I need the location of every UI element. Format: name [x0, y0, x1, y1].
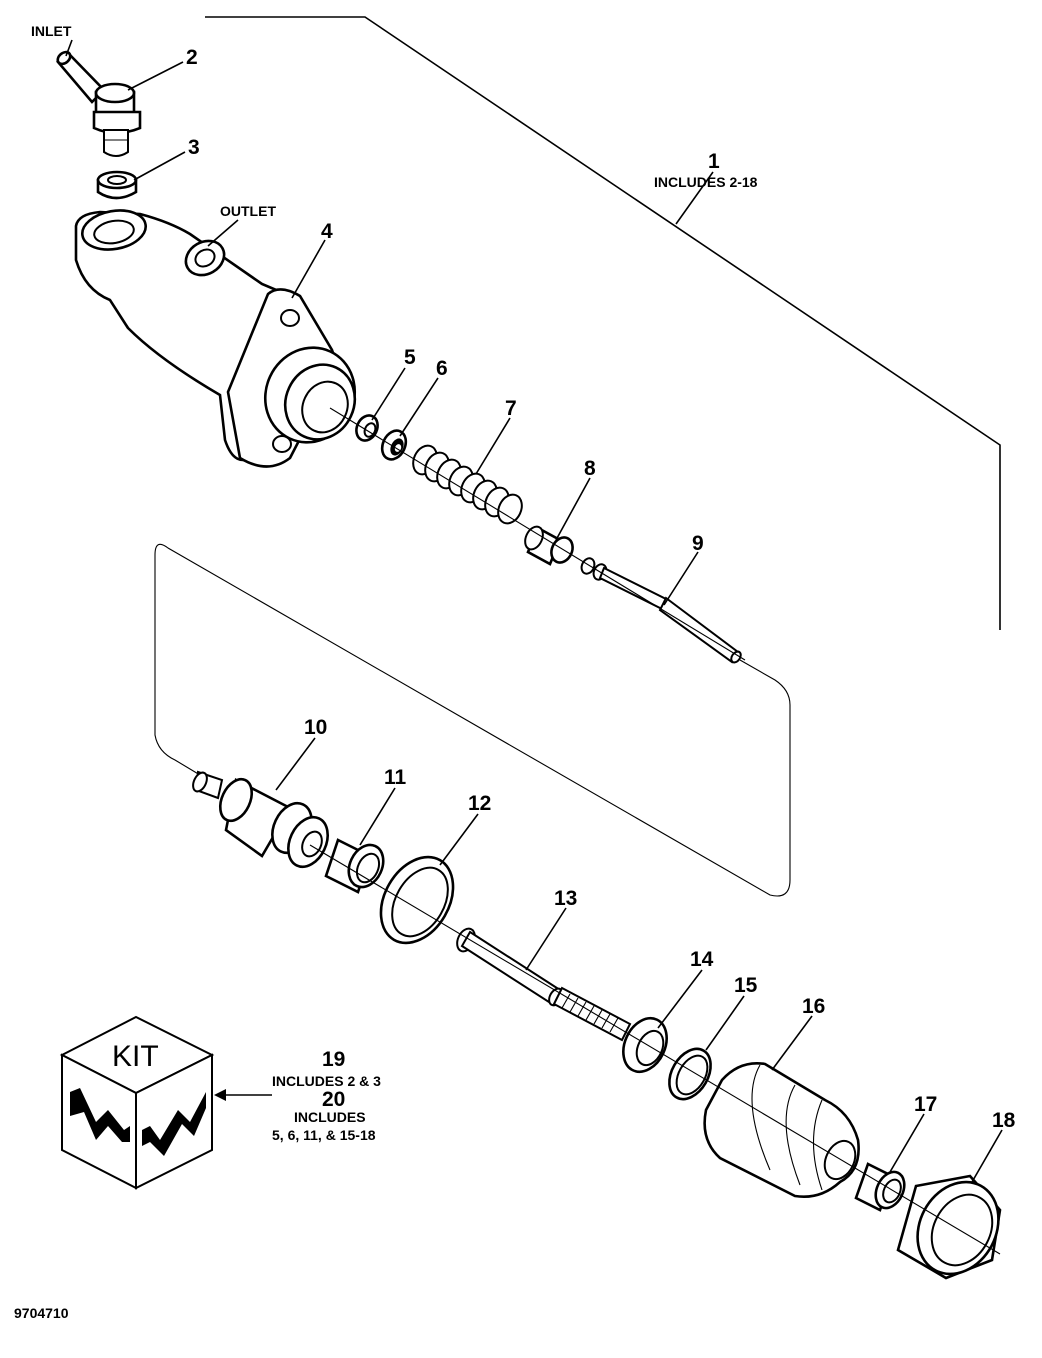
- piston-part-10: [192, 770, 329, 869]
- cup-seal-part-6: [380, 429, 408, 461]
- seal-washer-part-3: [96, 170, 138, 200]
- callout-8: 8: [584, 457, 596, 480]
- ring-part-12: [379, 855, 455, 945]
- section-connector-loop: [154, 543, 791, 897]
- kit-box-text: KIT: [112, 1040, 159, 1073]
- kit-arrow-head: [214, 1089, 226, 1101]
- kit-20-note-2: 5, 6, 11, & 15-18: [272, 1127, 376, 1143]
- callout-1: 1: [708, 150, 720, 173]
- spacer-part-8: [524, 525, 574, 566]
- callout-16: 16: [802, 995, 825, 1018]
- inlet-label: INLET: [31, 23, 72, 39]
- figure-id: 9704710: [14, 1305, 69, 1321]
- axis-line-upper: [329, 407, 746, 661]
- outlet-label: OUTLET: [220, 203, 276, 219]
- kit-wave-left: [70, 1088, 130, 1142]
- callout-15: 15: [734, 974, 758, 997]
- callout-4: 4: [321, 220, 333, 243]
- axis-line-lower: [309, 844, 1001, 1255]
- inlet-fitting-part-2: [56, 50, 142, 157]
- cylinder-body-part-4: [74, 209, 357, 468]
- callout-13: 13: [554, 887, 577, 910]
- callout-3: 3: [188, 136, 200, 159]
- kit-19-note: INCLUDES 2 & 3: [272, 1073, 381, 1089]
- pushrod-part-9: [580, 557, 742, 664]
- callout-9: 9: [692, 532, 704, 555]
- callout-12: 12: [468, 792, 491, 815]
- callout-11: 11: [384, 766, 407, 789]
- kit-19-number: 19: [322, 1048, 345, 1071]
- kit-20-note-1: INCLUDES: [294, 1109, 366, 1125]
- callout-7: 7: [505, 397, 517, 420]
- kit-box-logo: KIT: [59, 1015, 215, 1190]
- callout-2: 2: [186, 46, 198, 69]
- kit-wave-right: [142, 1092, 206, 1156]
- callout-6: 6: [436, 357, 448, 380]
- kit-20-number: 20: [322, 1088, 345, 1111]
- callout-18: 18: [992, 1109, 1016, 1132]
- boot-part-16: [703, 1062, 860, 1198]
- leader-lines: [65, 39, 1003, 1183]
- seal-part-5: [355, 414, 379, 442]
- sleeve-part-11: [324, 838, 385, 894]
- callout-14: 14: [690, 948, 714, 971]
- snap-ring-part-15: [668, 1047, 712, 1101]
- spring-part-7: [412, 444, 523, 525]
- callout-5: 5: [404, 346, 416, 369]
- callout-1-note: INCLUDES 2-18: [654, 174, 758, 190]
- bushing-part-17: [854, 1162, 906, 1212]
- cap-part-18: [896, 1174, 1002, 1280]
- assembly-bracket-1: [205, 16, 1001, 630]
- callout-17: 17: [914, 1093, 937, 1116]
- callout-10: 10: [304, 716, 327, 739]
